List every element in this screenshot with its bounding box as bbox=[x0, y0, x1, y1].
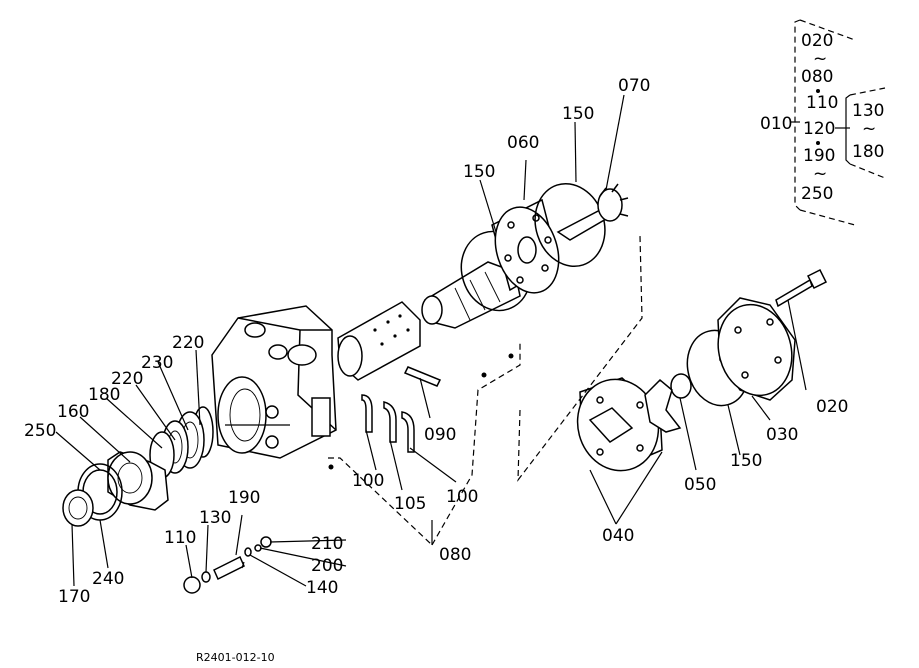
legend-separator-dot bbox=[816, 141, 820, 145]
legend-range-mark: ~ bbox=[862, 119, 876, 139]
o-ring-050 bbox=[670, 373, 692, 399]
callout-140: 140 bbox=[306, 578, 338, 598]
figure-code: R2401-012-10 bbox=[196, 651, 275, 664]
legend-item-110: 110 bbox=[806, 93, 838, 113]
callout-080: 080 bbox=[439, 545, 471, 565]
valve-sleeve bbox=[337, 301, 421, 381]
end-cover bbox=[107, 451, 169, 511]
check-valve-parts bbox=[183, 536, 272, 594]
assembly-dots bbox=[328, 353, 514, 470]
assembly-legend: 010 020 ~ 080 110 120 190 ~ 250 130 ~ 18… bbox=[760, 19, 886, 226]
valve-housing bbox=[211, 305, 337, 459]
callout-060: 060 bbox=[507, 133, 539, 153]
callout-180: 180 bbox=[88, 385, 120, 405]
callout-030: 030 bbox=[766, 425, 798, 445]
callout-250: 250 bbox=[24, 421, 56, 441]
drive-shaft-070 bbox=[556, 183, 629, 241]
legend-range-mark: ~ bbox=[813, 49, 827, 69]
gerotor-040 bbox=[576, 377, 682, 472]
legend-item-130: 130 bbox=[852, 101, 884, 121]
leader-lines bbox=[55, 94, 807, 587]
bearing-stack bbox=[149, 406, 214, 479]
callout-150-top: 150 bbox=[562, 104, 594, 124]
callout-020: 020 bbox=[816, 397, 848, 417]
spacer-plate-060 bbox=[491, 198, 560, 294]
callout-160: 160 bbox=[57, 402, 89, 422]
callout-100-right: 100 bbox=[446, 487, 478, 507]
centering-pin bbox=[403, 366, 442, 387]
callout-220-left: 220 bbox=[111, 369, 143, 389]
legend-range-mark: ~ bbox=[813, 164, 827, 184]
end-cap-030 bbox=[717, 297, 796, 401]
legend-item-190: 190 bbox=[803, 146, 835, 166]
callout-labels: 020 030 040 050 060 070 080 090 100 100 … bbox=[24, 76, 848, 607]
callout-130: 130 bbox=[199, 508, 231, 528]
legend-assembly-number: 010 bbox=[760, 114, 792, 134]
assembly-outlines bbox=[328, 235, 643, 546]
legend-item-120: 120 bbox=[803, 119, 835, 139]
legend-item-180: 180 bbox=[852, 142, 884, 162]
valve-spool bbox=[421, 261, 521, 329]
callout-110: 110 bbox=[164, 528, 196, 548]
callout-210: 210 bbox=[311, 534, 343, 554]
legend-item-080: 080 bbox=[801, 67, 833, 87]
callout-200: 200 bbox=[311, 556, 343, 576]
callout-070: 070 bbox=[618, 76, 650, 96]
callout-040: 040 bbox=[602, 526, 634, 546]
legend-separator-dot bbox=[816, 89, 820, 93]
callout-240: 240 bbox=[92, 569, 124, 589]
bolt-020 bbox=[775, 268, 828, 308]
callout-220-top: 220 bbox=[172, 333, 204, 353]
callout-150-gerotor: 150 bbox=[730, 451, 762, 471]
callout-190: 190 bbox=[228, 488, 260, 508]
legend-item-250: 250 bbox=[801, 184, 833, 204]
callout-050: 050 bbox=[684, 475, 716, 495]
callout-090: 090 bbox=[424, 425, 456, 445]
callout-100-left: 100 bbox=[352, 471, 384, 491]
callout-230: 230 bbox=[141, 353, 173, 373]
callout-150-spacer: 150 bbox=[463, 162, 495, 182]
callout-170: 170 bbox=[58, 587, 90, 607]
legend-item-020: 020 bbox=[801, 31, 833, 51]
callout-105: 105 bbox=[394, 494, 426, 514]
